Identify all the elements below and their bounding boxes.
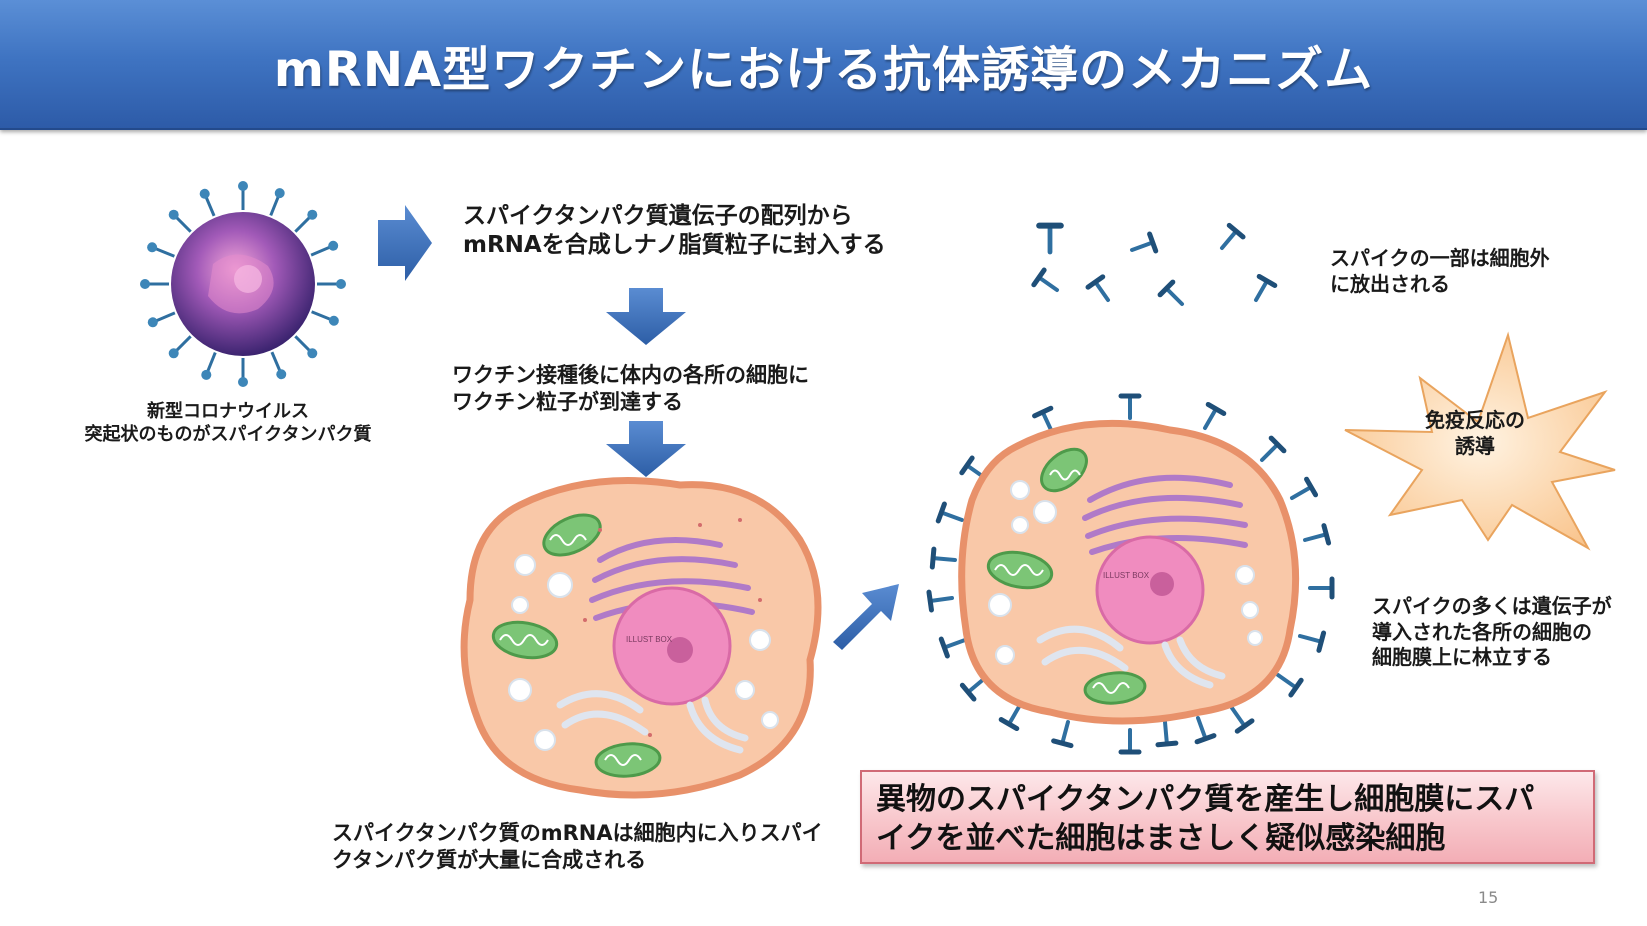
nucleus-label-1: ILLUST BOX (626, 635, 673, 644)
step3-text: スパイクタンパク質のmRNAは細胞内に入りスパイ クタンパク質が大量に合成される (332, 821, 823, 872)
virus-caption: 新型コロナウイルス 突起状のものがスパイクタンパク質 (84, 401, 372, 446)
released-spikes (1034, 225, 1275, 310)
immune-response-burst (1344, 331, 1616, 551)
pseudo-infection-callout: 異物のスパイクタンパク質を産生し細胞膜にスパ イクを並べた細胞はまさしく疑似感染… (860, 770, 1595, 864)
released-text: スパイクの一部は細胞外 に放出される (1330, 246, 1550, 296)
cell-illustration-1: ILLUST BOX (460, 477, 822, 799)
nucleus-2 (1095, 535, 1205, 645)
arrow-down-2 (606, 421, 686, 477)
step2-text: ワクチン接種後に体内の各所の細胞に ワクチン粒子が到達する (452, 363, 809, 414)
page-number: 15 (1478, 888, 1499, 907)
arrow-right-1 (378, 205, 432, 281)
arrow-diagonal (833, 584, 899, 650)
immune-burst-label: 免疫反応の 誘導 (1425, 408, 1525, 458)
slide-title: mRNA型ワクチンにおける抗体誘導のメカニズム (273, 42, 1374, 98)
title-bar: mRNA型ワクチンにおける抗体誘導のメカニズム (0, 0, 1647, 130)
nucleus-label-2: ILLUST BOX (1103, 571, 1150, 580)
arrow-down-1 (606, 288, 686, 345)
coronavirus-illustration (138, 179, 348, 389)
cell-illustration-2: ILLUST BOX (929, 396, 1332, 752)
step1-text: スパイクタンパク質遺伝子の配列から mRNAを合成しナノ脂質粒子に封入する (463, 203, 886, 259)
membrane-text: スパイクの多くは遺伝子が 導入された各所の細胞の 細胞膜上に林立する (1372, 594, 1612, 670)
